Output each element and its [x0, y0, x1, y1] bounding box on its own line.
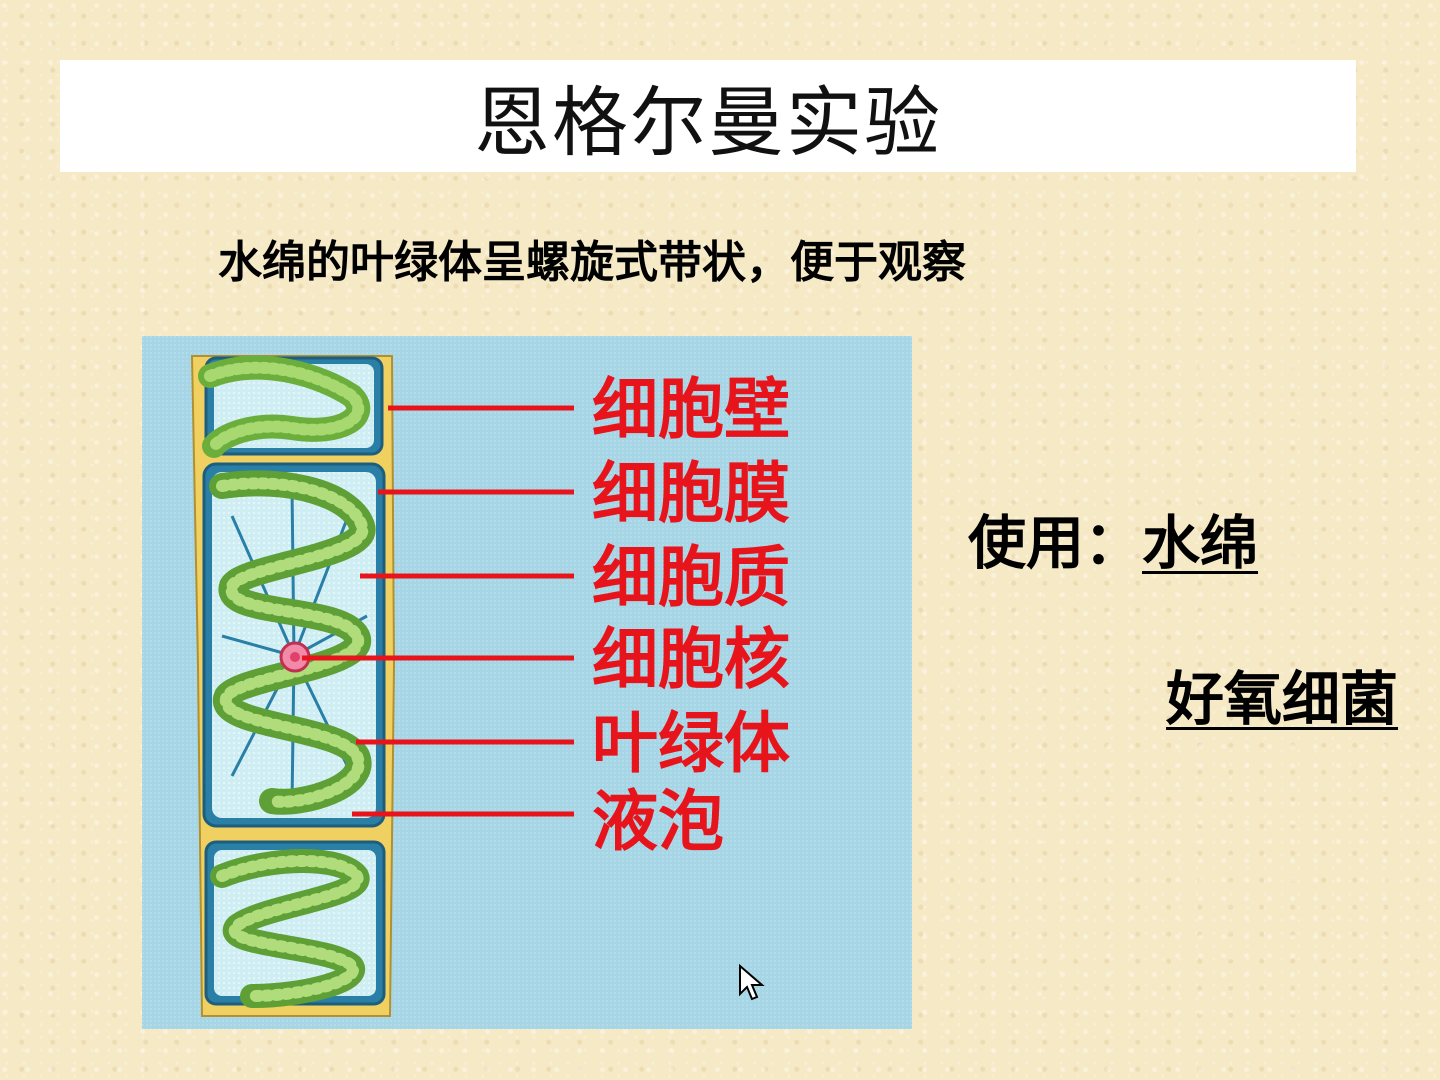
usage-value: 水绵: [1142, 509, 1259, 577]
title-bar: 恩格尔曼实验: [60, 60, 1356, 172]
aerobic-bacteria-label: 好氧细菌: [1166, 665, 1399, 733]
label-chloroplast: 叶绿体: [592, 704, 790, 782]
label-cell-membrane: 细胞膜: [592, 454, 790, 532]
usage-key: 使用：: [968, 509, 1143, 577]
slide-title: 恩格尔曼实验: [474, 78, 942, 167]
slide-subtitle: 水绵的叶绿体呈螺旋式带状，便于观察: [218, 237, 966, 288]
mouse-cursor-icon: [738, 963, 768, 1008]
cell-middle: [202, 462, 386, 828]
label-cell-wall: 细胞壁: [592, 370, 790, 448]
spirogyra-diagram: 细胞壁 细胞膜 细胞质 细胞核 叶绿体 液泡: [142, 336, 912, 1029]
label-nucleus: 细胞核: [592, 620, 790, 698]
label-vacuole: 液泡: [592, 782, 724, 860]
cell-top: [198, 355, 384, 458]
cell-bottom: [204, 840, 386, 1008]
label-cytoplasm: 细胞质: [592, 538, 790, 616]
leader-lines: [302, 405, 574, 817]
usage-line: 使用：水绵: [968, 496, 1258, 580]
